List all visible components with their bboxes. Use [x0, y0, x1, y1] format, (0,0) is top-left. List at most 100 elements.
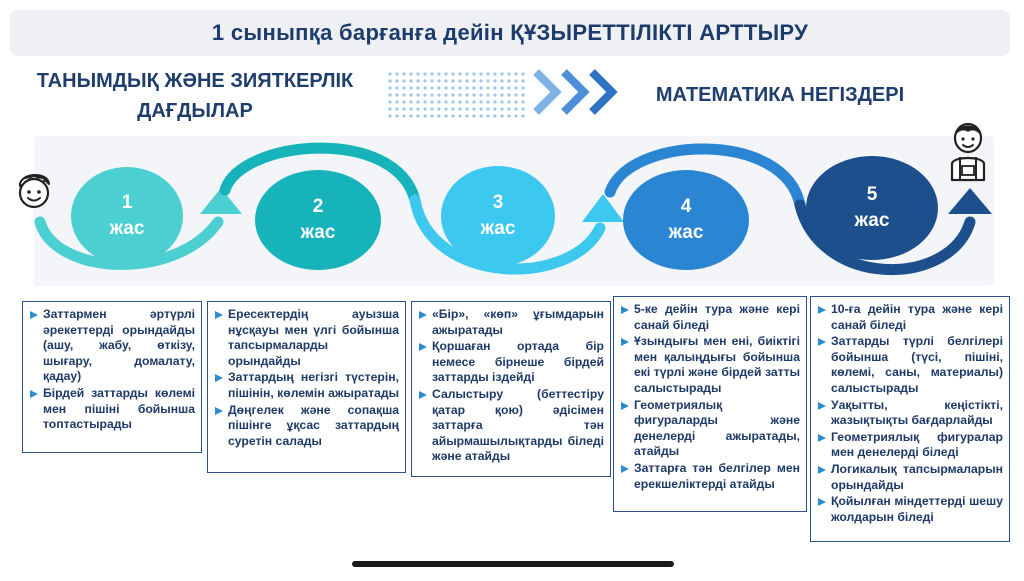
decor-dot [507, 93, 511, 97]
decor-dot [423, 114, 427, 118]
decor-dot [388, 100, 392, 104]
decor-dot [402, 72, 406, 76]
decor-dot [465, 107, 469, 111]
age-number: 3 [492, 192, 504, 213]
title-bar: 1 сыныпқа барғанға дейін ҚҰЗЫРЕТТІЛІКТІ … [10, 10, 1010, 56]
decor-dot [486, 79, 490, 83]
decor-dot [479, 107, 483, 111]
decor-dot [437, 86, 441, 90]
decor-dot [423, 107, 427, 111]
decor-dot [451, 72, 455, 76]
age-label: жас [300, 222, 336, 243]
decor-dot [500, 114, 504, 118]
decor-dot [472, 72, 476, 76]
decor-dot [451, 93, 455, 97]
decor-dot [416, 79, 420, 83]
decor-dot [444, 79, 448, 83]
decor-dot [500, 100, 504, 104]
decor-dot [507, 107, 511, 111]
skill-item: Геометриялық фигуралар мен денелерді біл… [817, 430, 1003, 461]
left-heading-line1: ТАНЫМДЫҚ ЖӘНЕ ЗИЯТКЕРЛІК [36, 70, 354, 92]
decor-dot [472, 100, 476, 104]
decor-dot [486, 107, 490, 111]
page-title: 1 сыныпқа барғанға дейін ҚҰЗЫРЕТТІЛІКТІ … [211, 20, 809, 45]
decor-dot [430, 114, 434, 118]
decor-dot [402, 100, 406, 104]
skill-item: Ұзындығы мен ені, биіктігі мен қалыңдығы… [620, 334, 800, 396]
decor-dot [395, 114, 399, 118]
decor-dot [423, 72, 427, 76]
age-number: 4 [680, 196, 692, 217]
age-number: 2 [312, 196, 324, 217]
skill-item: 10-ға дейін тура және кері санай біледі [817, 302, 1003, 333]
decor-dot [458, 100, 462, 104]
skill-item: Логикалық тапсырмаларын орындайды [817, 462, 1003, 493]
decor-dot [493, 86, 497, 90]
decor-dot [479, 93, 483, 97]
age-circle-2: 2 жас [255, 170, 381, 270]
decor-dot [500, 107, 504, 111]
decor-dot [402, 79, 406, 83]
decor-dot [395, 107, 399, 111]
age-card-2: Ересектердің ауызша нұсқауы мен үлгі бой… [207, 301, 406, 473]
decor-dot [430, 72, 434, 76]
decor-dot [402, 114, 406, 118]
decor-dot [493, 100, 497, 104]
decor-dot [416, 114, 420, 118]
decor-dot [388, 93, 392, 97]
age-label: жас [668, 222, 704, 243]
decor-dot [479, 72, 483, 76]
decor-dot [388, 114, 392, 118]
skill-item: Уақытты, кеңістікті, жазықтықты бағдарла… [817, 398, 1003, 429]
decor-dot [507, 86, 511, 90]
decor-dot [409, 72, 413, 76]
skill-item: 5-ке дейін тура және кері санай біледі [620, 302, 800, 333]
decor-dot [486, 72, 490, 76]
decor-dot [465, 114, 469, 118]
decor-dot [521, 79, 525, 83]
decor-dot [507, 114, 511, 118]
decor-dot [437, 93, 441, 97]
left-heading: ТАНЫМДЫҚ ЖӘНЕ ЗИЯТКЕРЛІК ДАҒДЫЛАР [10, 66, 380, 126]
decor-dot [472, 114, 476, 118]
decor-dot [388, 79, 392, 83]
decor-dot [493, 72, 497, 76]
decor-dot [451, 86, 455, 90]
decor-dot [409, 79, 413, 83]
decor-dot [486, 86, 490, 90]
decor-dot [493, 107, 497, 111]
skill-item: Ересектердің ауызша нұсқауы мен үлгі бой… [214, 307, 399, 369]
age-number: 5 [866, 184, 878, 205]
decor-dot [444, 107, 448, 111]
decor-dot [395, 93, 399, 97]
decor-dot [486, 93, 490, 97]
decor-dot [416, 86, 420, 90]
decor-dot [514, 107, 518, 111]
decor-dot [458, 107, 462, 111]
decor-dot [465, 100, 469, 104]
decor-dot [507, 100, 511, 104]
decor-dot [430, 93, 434, 97]
home-indicator-bar [352, 561, 674, 567]
decor-dot [521, 107, 525, 111]
decor-dot [486, 114, 490, 118]
skill-item: «Бір», «көп» ұғымдарын ажыратады [418, 307, 604, 338]
decor-dot [479, 100, 483, 104]
decor-dot [444, 93, 448, 97]
decor-dot [430, 79, 434, 83]
decor-dot [388, 107, 392, 111]
decor-dot [514, 114, 518, 118]
age-card-1: Заттармен әртүрлі әрекеттерді орындайды … [22, 301, 202, 453]
decor-dot [395, 79, 399, 83]
decor-dot [465, 93, 469, 97]
skill-item: Қоршаған ортада бір немесе бірнеше бірде… [418, 339, 604, 386]
decor-dot [514, 86, 518, 90]
decor-dot [416, 107, 420, 111]
decor-dot [500, 79, 504, 83]
decor-dot [500, 86, 504, 90]
left-heading-line2: ДАҒДЫЛАР [137, 100, 253, 122]
age-label: жас [854, 210, 890, 231]
